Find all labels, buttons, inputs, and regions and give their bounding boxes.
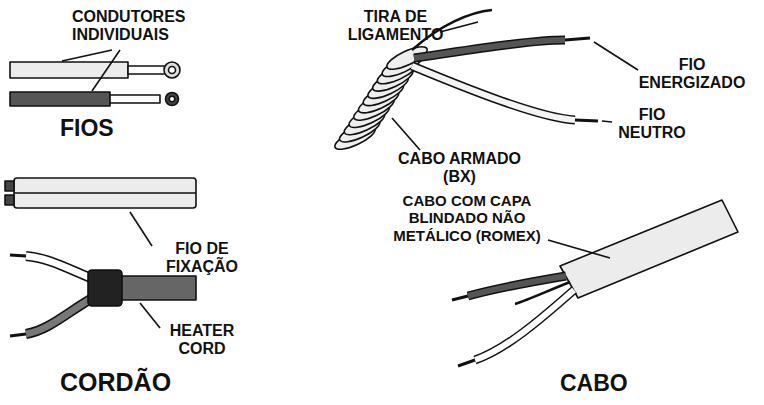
conductor bbox=[565, 38, 590, 40]
cord-wire bbox=[26, 256, 96, 280]
conductor bbox=[458, 360, 475, 366]
part-label: HEATER CORD bbox=[150, 322, 254, 359]
conductor bbox=[575, 120, 598, 121]
leader-line bbox=[130, 212, 152, 246]
part-label: CORDÃO bbox=[60, 368, 200, 397]
leader-line bbox=[140, 303, 160, 328]
neutral-wire bbox=[412, 66, 575, 120]
dark-wire bbox=[10, 92, 110, 106]
leader-line bbox=[62, 50, 120, 91]
romex-wire bbox=[475, 290, 574, 360]
cord-split bbox=[14, 192, 196, 194]
part-label: FIO DE FIXAÇÃO bbox=[150, 240, 254, 277]
wire-section bbox=[164, 62, 180, 78]
binding bbox=[88, 270, 122, 306]
romex-wire bbox=[468, 276, 566, 296]
part-label: FIO NEUTRO bbox=[606, 106, 698, 143]
wire-section bbox=[169, 67, 176, 74]
conductor bbox=[10, 255, 26, 336]
conductor bbox=[110, 95, 160, 103]
wire-section bbox=[169, 96, 175, 102]
part-label: FIOS bbox=[60, 115, 160, 141]
cord-wire bbox=[26, 296, 96, 334]
leader-line bbox=[440, 22, 478, 32]
part-label: CABO COM CAPA BLINDADO NÃO METÁLICO (ROM… bbox=[372, 192, 562, 244]
neutral-wire bbox=[412, 66, 575, 120]
stranded-end bbox=[5, 181, 14, 191]
stranded-end bbox=[5, 195, 14, 205]
cord-wire bbox=[26, 256, 96, 280]
wire-section bbox=[166, 93, 179, 106]
cord-wire bbox=[26, 296, 96, 334]
flat-cord bbox=[14, 178, 196, 208]
leader-line bbox=[548, 240, 610, 258]
leader-line bbox=[594, 42, 638, 70]
part-label: FIO ENERGIZADO bbox=[628, 56, 756, 93]
part-label: TIRA DE LIGAMENTO bbox=[328, 8, 463, 45]
leader-line bbox=[602, 121, 612, 122]
romex-wire bbox=[475, 290, 574, 360]
part-label: CABO ARMADO (BX) bbox=[392, 150, 527, 187]
romex-jacket bbox=[560, 200, 738, 298]
leader-line bbox=[392, 118, 420, 150]
part-label: CABO bbox=[560, 370, 660, 396]
conductor bbox=[452, 296, 468, 300]
romex-wire bbox=[468, 276, 566, 296]
part-label: CONDUTORES INDIVIDUAIS bbox=[72, 8, 212, 45]
